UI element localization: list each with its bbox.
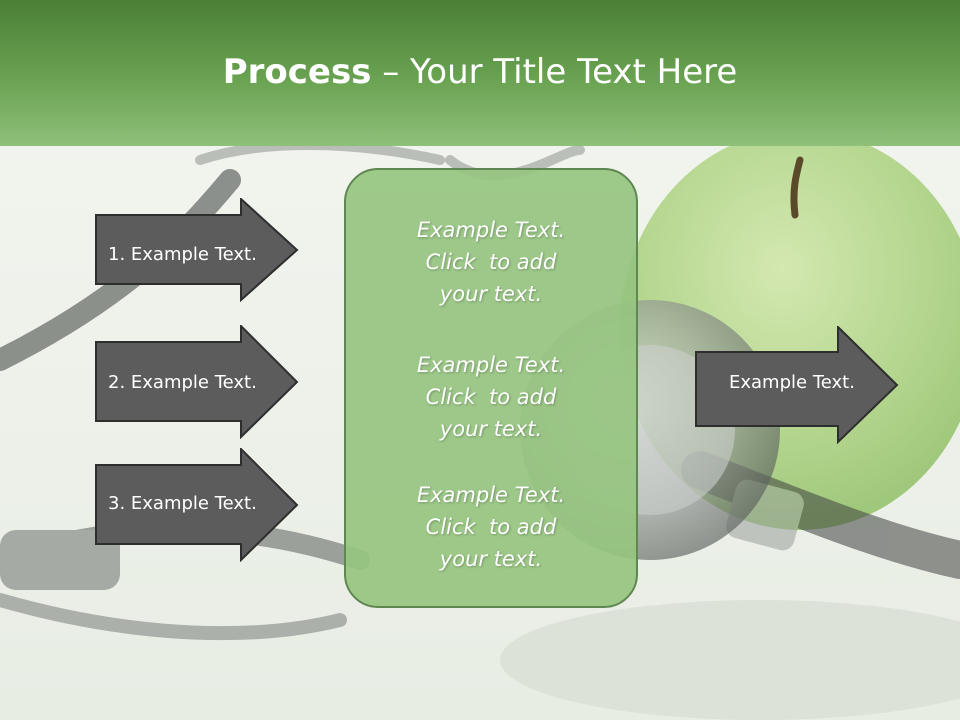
center-item-3: Example Text. Click to add your text. (346, 479, 636, 575)
right-arrow[interactable] (695, 326, 899, 444)
center-item-1-line-2: Click to add (425, 250, 557, 274)
center-item-2: Example Text. Click to add your text. (346, 349, 636, 445)
center-item-1-line-3: your text. (439, 282, 543, 306)
center-text-box[interactable]: Example Text. Click to add your text. Ex… (344, 168, 638, 608)
title-bold: Process (222, 52, 372, 92)
center-item-1: Example Text. Click to add your text. (346, 214, 636, 310)
left-arrow-1-label: 1. Example Text. (108, 244, 257, 265)
title-bar (0, 0, 960, 146)
right-arrow-label: Example Text. (729, 372, 855, 393)
center-item-1-line-1: Example Text. (416, 218, 566, 242)
center-item-2-line-1: Example Text. (416, 353, 566, 377)
left-arrow-2-label: 2. Example Text. (108, 372, 257, 393)
center-item-3-line-1: Example Text. (416, 483, 566, 507)
center-item-2-line-2: Click to add (425, 385, 557, 409)
stethoscope-image (0, 140, 960, 641)
center-item-3-line-2: Click to add (425, 515, 557, 539)
title-rest: – Your Title Text Here (371, 52, 738, 92)
center-item-3-line-3: your text. (439, 547, 543, 571)
left-arrow-3[interactable] (95, 448, 299, 562)
left-arrow-2[interactable] (95, 325, 299, 439)
left-arrow-1[interactable] (95, 198, 299, 302)
slide-title[interactable]: Process – Your Title Text Here (0, 52, 960, 92)
center-item-2-line-3: your text. (439, 417, 543, 441)
left-arrow-3-label: 3. Example Text. (108, 493, 257, 514)
